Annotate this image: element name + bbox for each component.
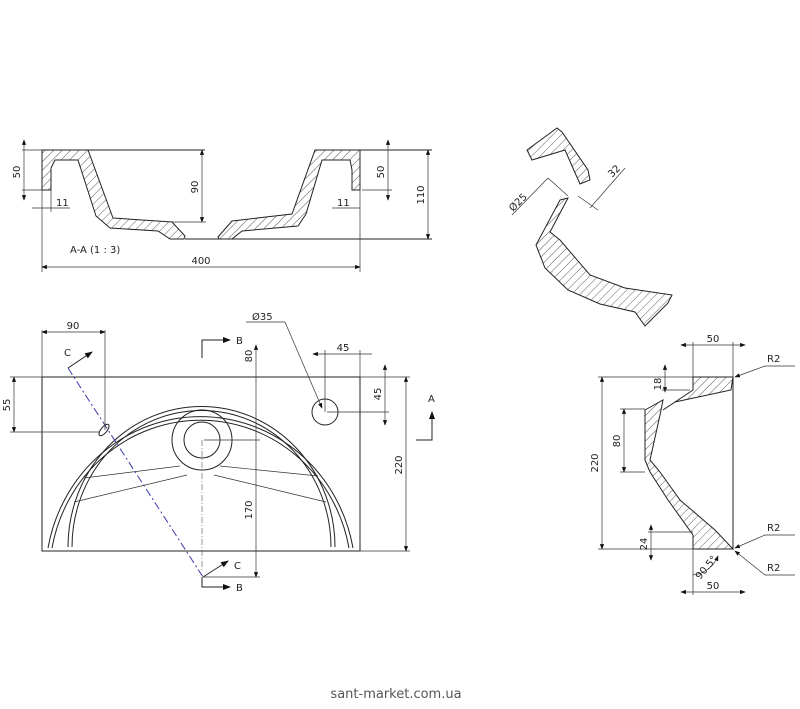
dim-tap-hole: Ø35 bbox=[252, 311, 273, 323]
section-mark-a: A bbox=[428, 394, 435, 405]
bowl-outer-arc bbox=[47, 416, 354, 549]
dim-b-height: 220 bbox=[590, 453, 601, 472]
section-a-a: 50 90 11 50 11 110 400 A-A (1 : 3) bbox=[12, 139, 432, 272]
dim-radius-bottom-1: R2 bbox=[767, 523, 780, 534]
section-right-wall bbox=[217, 149, 361, 240]
dim-wall-left: 11 bbox=[56, 198, 69, 209]
section-a-a-label: A-A (1 : 3) bbox=[70, 245, 120, 256]
dim-radius-bottom-2: R2 bbox=[767, 563, 780, 574]
section-c-c: Ø25 32 bbox=[507, 127, 673, 327]
section-b-b: 50 50 220 80 18 24 90.5° R2 R2 R2 bbox=[590, 334, 795, 595]
watermark: sant-market.com.ua bbox=[330, 687, 461, 702]
dim-width: 400 bbox=[191, 256, 210, 267]
dim-total-height: 110 bbox=[416, 185, 427, 204]
plan-view: C C B B A 90 55 Ø35 45 45 80 170 220 bbox=[2, 311, 435, 594]
dim-b-drain: 80 bbox=[612, 435, 623, 448]
section-left-wall bbox=[41, 149, 186, 240]
section-mark-b-bottom: B bbox=[236, 583, 243, 594]
dim-tap-y: 45 bbox=[373, 388, 384, 401]
dim-radius-top: R2 bbox=[767, 354, 780, 365]
dim-overflow-x: 90 bbox=[67, 321, 80, 332]
dim-c-diameter: Ø25 bbox=[507, 191, 530, 214]
bowl-inner-arc bbox=[67, 406, 336, 548]
section-mark-b-top: B bbox=[236, 336, 243, 347]
section-mark-c-top: C bbox=[64, 348, 71, 359]
dim-b-angle: 90.5° bbox=[694, 554, 720, 582]
section-mark-c-bottom: C bbox=[234, 561, 241, 572]
basin-outline bbox=[41, 376, 361, 552]
dim-b-rim-bottom: 24 bbox=[639, 538, 650, 551]
section-c-upper bbox=[526, 127, 591, 185]
dim-plan-depth: 220 bbox=[394, 455, 405, 474]
overflow-hole bbox=[98, 423, 110, 437]
dim-depth: 90 bbox=[190, 181, 201, 194]
dim-b-top-width: 50 bbox=[707, 334, 720, 345]
section-c-lower bbox=[535, 197, 673, 327]
dim-drain-top: 80 bbox=[244, 350, 255, 363]
section-line-c bbox=[67, 367, 204, 578]
dim-tap-x: 45 bbox=[337, 343, 350, 354]
dim-overflow-y: 55 bbox=[2, 399, 13, 412]
dim-rim-height-right: 50 bbox=[376, 166, 387, 179]
dim-b-bottom-width: 50 bbox=[707, 581, 720, 592]
section-b-bowl bbox=[644, 399, 735, 550]
dim-drain-bottom: 170 bbox=[244, 500, 255, 519]
dim-rim-height: 50 bbox=[12, 166, 23, 179]
dim-wall-right: 11 bbox=[337, 198, 350, 209]
dim-c-gap: 32 bbox=[606, 163, 623, 180]
section-b-rim bbox=[662, 376, 734, 411]
dim-b-rim-top: 18 bbox=[653, 378, 664, 391]
